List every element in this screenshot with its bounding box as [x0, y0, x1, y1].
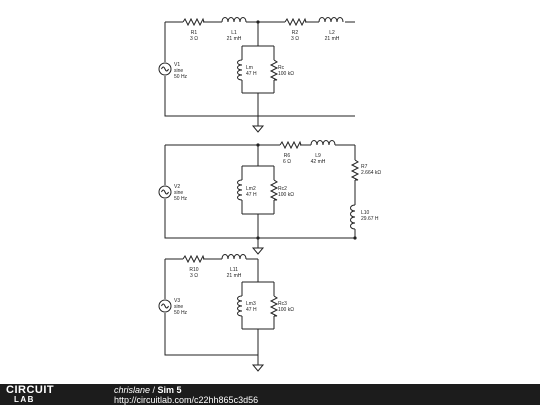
label-r1-name: R1 — [191, 30, 198, 36]
label-r10-name: R10 — [189, 267, 198, 273]
label-rc2-value: 100 kΩ — [278, 192, 294, 198]
junction-dot — [353, 236, 357, 240]
label-r2-value: 3 Ω — [291, 36, 299, 42]
junction-dot — [256, 143, 260, 147]
inductor-lm — [237, 59, 243, 81]
label-l2-name: L2 — [329, 30, 335, 36]
label-lm3-value: 47 H — [246, 307, 257, 313]
resistor-rc2 — [269, 179, 279, 201]
label-l10-value: 29.67 H — [361, 216, 379, 222]
author-name[interactable]: chrislane — [114, 385, 151, 395]
resistor-rc3 — [269, 295, 279, 317]
label-l11-name: L11 — [230, 267, 238, 273]
circuit-meta: chrislane / Sim 5 http://circuitlab.com/… — [114, 385, 258, 405]
junction-dot — [256, 236, 260, 240]
ground-symbol — [252, 358, 264, 372]
label-lm2-name: Lm2 — [246, 186, 256, 192]
label-v1-name: V1 — [174, 62, 180, 68]
label-v3-name: V3 — [174, 298, 180, 304]
circuit-schematic: R1 3 Ω L1 21 mH R2 3 Ω L2 21 mH Lm 47 H … — [158, 17, 381, 372]
ground-symbol — [252, 119, 264, 133]
label-r7-name: R7 — [361, 164, 368, 170]
voltage-source-v3 — [158, 299, 172, 313]
label-rc-name: Rc — [278, 65, 285, 71]
label-rc3-name: Rc3 — [278, 301, 287, 307]
label-l10-name: L10 — [361, 210, 370, 216]
label-lm2-value: 47 H — [246, 192, 257, 198]
label-r6-value: 6 Ω — [283, 159, 291, 165]
inductor-l9 — [310, 140, 336, 146]
label-v2-type: sine — [174, 190, 183, 196]
label-lm-name: Lm — [246, 65, 253, 71]
circuitlab-logo[interactable]: CIRCUIT LAB — [6, 385, 54, 405]
circuit-2-wires — [164, 144, 356, 242]
label-v3-type: sine — [174, 304, 183, 310]
inductor-l1 — [221, 17, 247, 23]
label-l2-value: 21 mH — [325, 36, 340, 42]
voltage-source-v1 — [158, 62, 172, 76]
label-r6-name: R6 — [284, 153, 291, 159]
ground-symbol — [252, 241, 264, 255]
label-r10-value: 3 Ω — [190, 273, 198, 279]
label-r2-name: R2 — [292, 30, 299, 36]
circuit-url[interactable]: http://circuitlab.com/c22hh865c3d56 — [114, 395, 259, 405]
circuit-3: R10 3 Ω L11 21 mH Lm3 47 H Rc3 100 kΩ V3… — [158, 254, 294, 372]
label-v2-freq: 50 Hz — [174, 196, 188, 202]
resistor-rc — [269, 59, 279, 81]
label-l9-name: L9 — [315, 153, 321, 159]
title-separator: / — [150, 385, 158, 395]
inductor-lm3 — [237, 295, 243, 317]
label-l9-value: 42 mH — [311, 159, 326, 165]
footer-bar: CIRCUIT LAB chrislane / Sim 5 http://cir… — [0, 384, 540, 405]
logo-text-top: CIRCUIT — [6, 384, 55, 396]
label-rc3-value: 100 kΩ — [278, 307, 294, 313]
circuit-1-wires — [164, 21, 355, 120]
circuit-1: R1 3 Ω L1 21 mH R2 3 Ω L2 21 mH Lm 47 H … — [158, 17, 355, 133]
label-l1-name: L1 — [231, 30, 237, 36]
resistor-r6 — [279, 140, 302, 150]
label-rc-value: 100 kΩ — [278, 71, 294, 77]
label-r7-value: 2.664 kΩ — [361, 170, 381, 176]
label-v2-name: V2 — [174, 184, 180, 190]
logo-text-bottom: LAB — [14, 395, 35, 404]
resistor-r10 — [182, 254, 205, 264]
label-rc2-name: Rc2 — [278, 186, 287, 192]
label-l11-value: 21 mH — [227, 273, 242, 279]
resistor-r2 — [284, 17, 307, 27]
inductor-l11 — [221, 254, 247, 260]
label-v3-freq: 50 Hz — [174, 310, 188, 316]
label-v1-type: sine — [174, 68, 183, 74]
circuit-2: R6 6 Ω L9 42 mH Lm2 47 H Rc2 100 kΩ R7 2… — [158, 140, 381, 255]
label-l1-value: 21 mH — [227, 36, 242, 42]
inductor-lm2 — [237, 179, 243, 201]
junction-dot — [256, 20, 260, 24]
label-v1-freq: 50 Hz — [174, 74, 188, 80]
circuit-title[interactable]: Sim 5 — [157, 385, 182, 395]
inductor-l10 — [350, 204, 356, 230]
resistor-r1 — [182, 17, 205, 27]
label-r1-value: 3 Ω — [190, 36, 198, 42]
voltage-source-v2 — [158, 185, 172, 199]
circuit-3-wires — [164, 258, 275, 359]
inductor-l2 — [318, 17, 344, 23]
resistor-r7 — [350, 159, 360, 181]
label-lm-value: 47 H — [246, 71, 257, 77]
label-lm3-name: Lm3 — [246, 301, 256, 307]
